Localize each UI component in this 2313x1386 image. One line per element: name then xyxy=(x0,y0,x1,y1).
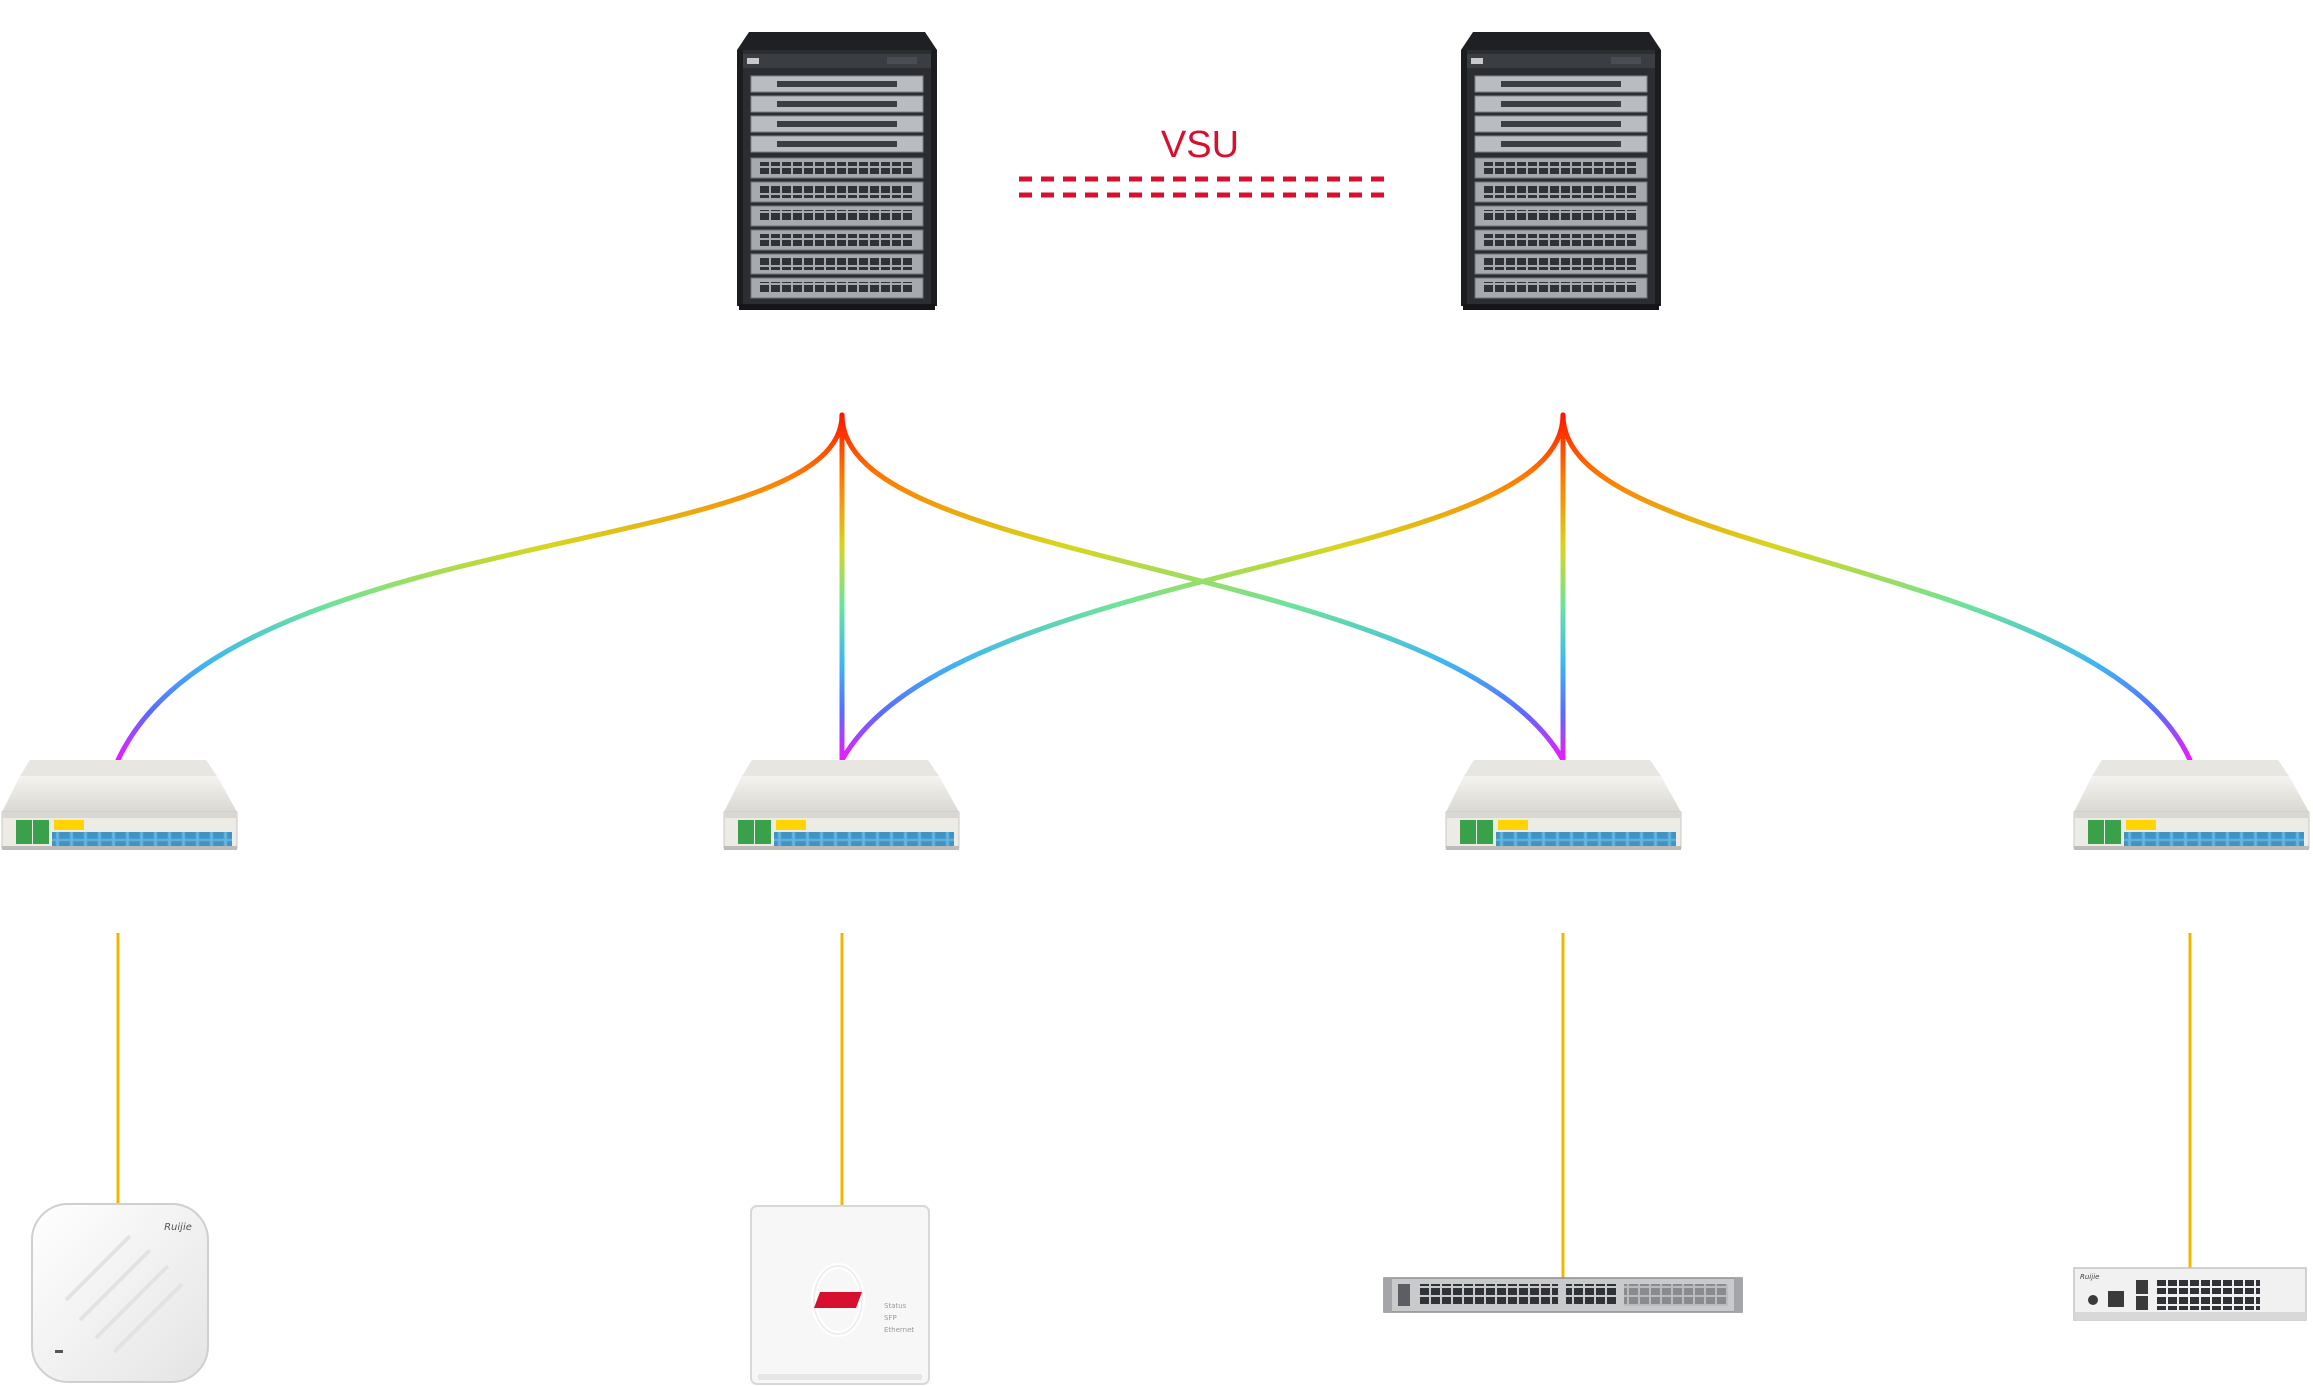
chassis-switch-icon xyxy=(1461,32,1661,310)
optical-splitter-icon xyxy=(1,760,238,850)
vsu-link xyxy=(1019,176,1384,198)
wall-panel-access-point: Status SFP Ethernet xyxy=(750,1205,930,1385)
chassis-switch-icon xyxy=(737,32,937,310)
vsu-label: VSU xyxy=(1161,124,1239,166)
desktop-switch-icon: Ruijie xyxy=(2073,1267,2307,1321)
optical-splitter-1 xyxy=(1,760,238,850)
optical-splitter-3 xyxy=(1445,760,1682,850)
brand-logo-icon xyxy=(814,1292,862,1308)
rack-access-switch xyxy=(1383,1277,1743,1313)
optical-splitter-icon xyxy=(1445,760,1682,850)
access-links xyxy=(116,933,2192,1278)
optical-splitter-icon xyxy=(723,760,960,850)
panel-sfp-label: SFP xyxy=(884,1314,897,1322)
panel-ethernet-label: Ethernet xyxy=(884,1326,914,1334)
wireless-access-point: Ruijie xyxy=(31,1203,209,1383)
panel-status-label: Status xyxy=(884,1302,907,1310)
desktop-access-switch: Ruijie xyxy=(2073,1267,2307,1321)
uplink-core2-splitter2 xyxy=(839,412,1566,763)
optical-splitter-2 xyxy=(723,760,960,850)
rack-switch-icon xyxy=(1383,1277,1743,1313)
wall-panel-ap-icon: Status SFP Ethernet xyxy=(750,1205,930,1385)
switch-brand-label: Ruijie xyxy=(2080,1273,2099,1281)
uplink-core2-splitter4 xyxy=(1560,412,2193,763)
ap-brand-label: Ruijie xyxy=(164,1222,192,1233)
uplink-core1-splitter3 xyxy=(839,412,1566,763)
optical-splitter-icon xyxy=(2073,760,2310,850)
core-chassis-switch-right xyxy=(1461,32,1661,310)
uplink-core1-splitter1 xyxy=(115,412,845,763)
fiber-uplinks xyxy=(115,412,2193,763)
optical-splitter-4 xyxy=(2073,760,2310,850)
wireless-access-point-icon: Ruijie xyxy=(31,1203,209,1383)
core-chassis-switch-left xyxy=(737,32,937,310)
